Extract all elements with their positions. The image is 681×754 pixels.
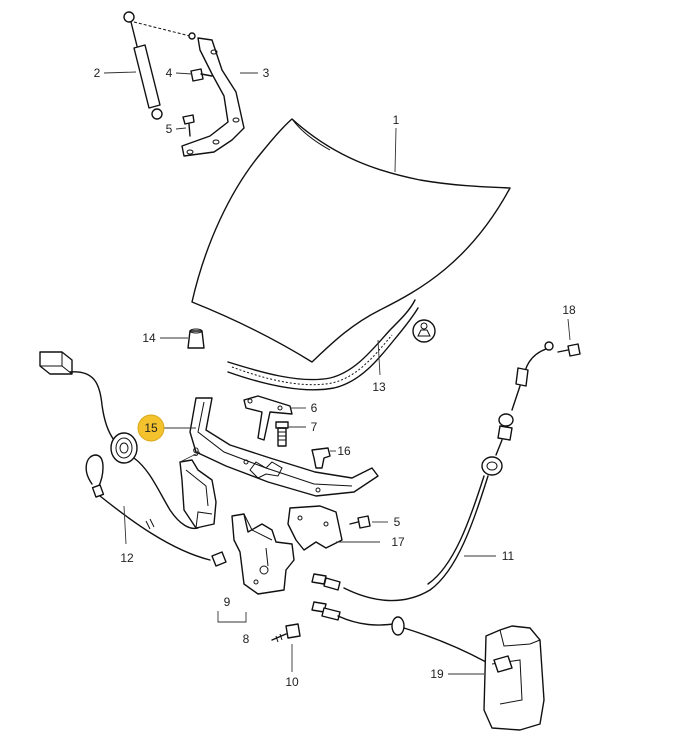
release-handle (483, 625, 545, 731)
bolt-5-upper (182, 114, 195, 137)
bracket-6 (243, 395, 293, 441)
bolt-7 (275, 421, 289, 447)
gas-strut (123, 11, 191, 120)
callout-7[interactable]: 7 (311, 420, 318, 434)
release-cable-12 (85, 454, 227, 567)
callout-16[interactable]: 16 (337, 444, 351, 458)
bolt-5-lower (349, 515, 371, 529)
release-cable-11 (311, 341, 554, 602)
grommet (110, 432, 199, 530)
warning-label-icon (412, 319, 436, 343)
hood-lock (231, 513, 295, 595)
callout-6[interactable]: 6 (311, 401, 318, 415)
callout-3[interactable]: 3 (263, 66, 270, 80)
callout-1[interactable]: 1 (393, 113, 400, 127)
bolt-10 (271, 623, 301, 643)
callout-9-upper[interactable]: 9 (193, 445, 200, 459)
hood-seal (227, 299, 419, 391)
callout-18[interactable]: 18 (562, 303, 576, 317)
bracket-9 (179, 459, 217, 529)
callout-8[interactable]: 8 (243, 632, 250, 646)
lock-carrier-panel (189, 397, 379, 497)
callout-4[interactable]: 4 (166, 66, 173, 80)
callout-15[interactable]: 15 (144, 421, 158, 435)
callout-15-highlight[interactable]: 15 (137, 414, 165, 442)
callout-11[interactable]: 11 (502, 549, 515, 563)
hood-panel (191, 118, 511, 363)
callout-19[interactable]: 19 (430, 667, 444, 681)
callout-2[interactable]: 2 (94, 66, 101, 80)
buffer-14 (187, 328, 205, 349)
callout-9-lower[interactable]: 9 (224, 595, 231, 609)
leader-lines (103, 71, 571, 675)
release-cable-lower (311, 601, 487, 663)
callout-14[interactable]: 14 (142, 331, 156, 345)
callout-10[interactable]: 10 (285, 675, 299, 689)
bolt-4 (190, 68, 213, 82)
bolt-18 (557, 343, 581, 357)
callouts: 1 2 3 4 5 5 6 7 8 9 9 10 11 12 13 14 16 … (94, 66, 576, 689)
callout-5-upper[interactable]: 5 (166, 122, 173, 136)
bracket-17 (287, 505, 343, 551)
callout-5-lower[interactable]: 5 (394, 515, 401, 529)
callout-12[interactable]: 12 (120, 551, 134, 565)
clip-16 (311, 447, 331, 469)
callout-13[interactable]: 13 (372, 380, 386, 394)
hood-hinge (181, 32, 245, 157)
callout-17[interactable]: 17 (391, 535, 405, 549)
highlight-marker (137, 414, 165, 442)
hood-contact-switch (39, 351, 115, 441)
